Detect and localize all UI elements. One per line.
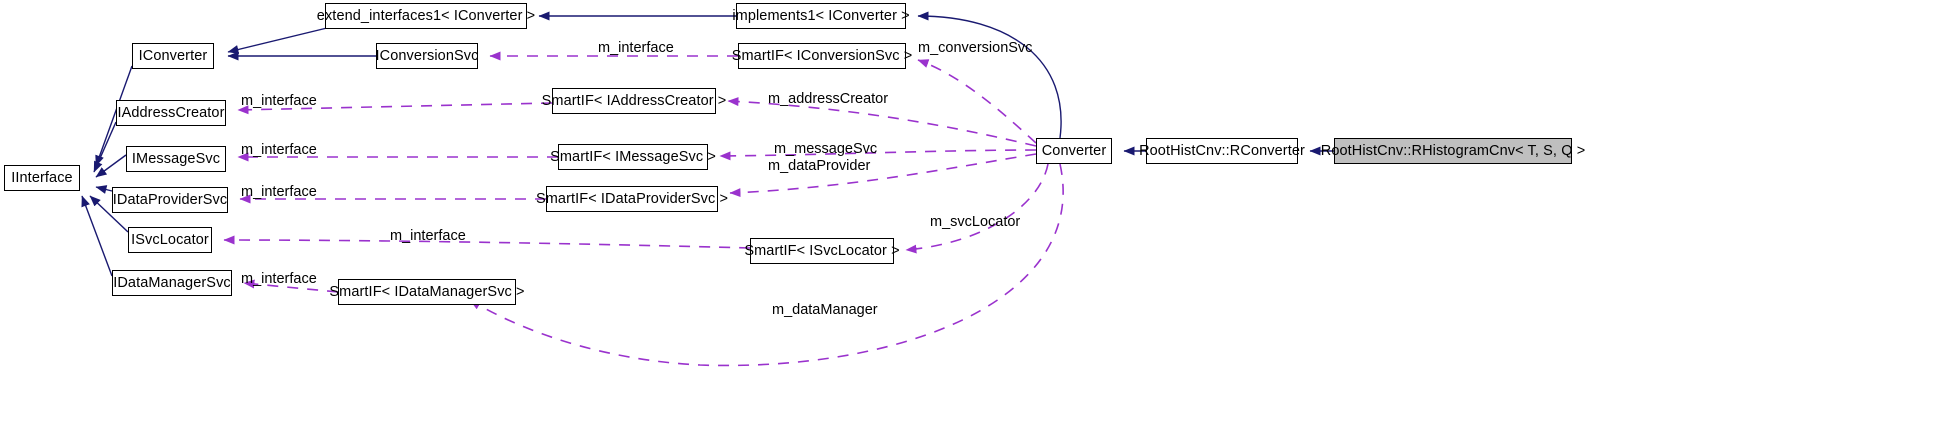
class-node-smartif_imessagesvc[interactable]: SmartIF< IMessageSvc > bbox=[550, 144, 716, 170]
edge-converter-to-smartif-imessagesvc bbox=[719, 149, 1037, 161]
edge-label-lbl-m-interface-datamanagersvc: m_interface bbox=[241, 271, 317, 287]
edge-converter-to-smartif-idatamanagersvc bbox=[469, 163, 1064, 367]
class-node-isvclocator[interactable]: ISvcLocator bbox=[128, 227, 212, 253]
class-node-smartif_iaddresscreator[interactable]: SmartIF< IAddressCreator > bbox=[542, 88, 726, 114]
edge-iaddresscreator-to-iinterface bbox=[93, 121, 117, 173]
edge-smartif-idatamanagersvc-to-idatamanagersvc bbox=[243, 279, 339, 293]
edge-idatamanagersvc-to-iinterface bbox=[81, 195, 113, 277]
class-node-smartif_isvclocator[interactable]: SmartIF< ISvcLocator > bbox=[744, 238, 900, 264]
class-node-extend_interfaces1[interactable]: extend_interfaces1< IConverter > bbox=[317, 3, 535, 29]
class-node-iconversionsvc[interactable]: IConversionSvc bbox=[376, 43, 478, 69]
edge-imessagesvc-to-iinterface bbox=[95, 154, 127, 178]
edge-converter-to-implements1 bbox=[917, 11, 1062, 139]
class-node-iaddresscreator[interactable]: IAddressCreator bbox=[116, 100, 226, 126]
edge-converter-to-smartif-iaddresscreator bbox=[727, 97, 1037, 147]
edge-converter-to-smartif-iconversionsvc bbox=[917, 59, 1037, 144]
class-node-converter[interactable]: Converter bbox=[1036, 138, 1112, 164]
class-node-imessagesvc[interactable]: IMessageSvc bbox=[126, 146, 226, 172]
usage-edges bbox=[223, 51, 1064, 367]
class-node-smartif_iconversionsvc[interactable]: SmartIF< IConversionSvc > bbox=[732, 43, 912, 69]
edge-isvclocator-to-iinterface bbox=[89, 195, 129, 233]
edge-converter-to-smartif-isvclocator bbox=[905, 163, 1049, 254]
edge-label-lbl-m-interface-addresscreator: m_interface bbox=[241, 93, 317, 109]
edge-label-lbl-m-datamanager: m_dataManager bbox=[772, 302, 878, 318]
class-node-iconverter[interactable]: IConverter bbox=[132, 43, 214, 69]
edge-label-lbl-m-dataprovider: m_dataProvider bbox=[768, 158, 871, 174]
edge-smartif-isvclocator-to-isvclocator bbox=[223, 235, 751, 249]
edge-label-lbl-m-conversionsvc: m_conversionSvc bbox=[918, 40, 1033, 56]
class-node-smartif_idatamanagersvc[interactable]: SmartIF< IDataManagerSvc > bbox=[329, 279, 525, 305]
class-node-rhistogramcnv[interactable]: RootHistCnv::RHistogramCnv< T, S, Q > bbox=[1321, 138, 1585, 164]
edge-label-lbl-m-interface-dataprovidersvc: m_interface bbox=[241, 184, 317, 200]
edge-extendinterfaces-to-iconverter bbox=[227, 27, 328, 54]
class-node-implements1[interactable]: implements1< IConverter > bbox=[732, 3, 910, 29]
edge-iconverter-to-iinterface bbox=[95, 65, 133, 167]
class-node-rootconverter[interactable]: RootHistCnv::RConverter bbox=[1139, 138, 1305, 164]
class-node-smartif_idataprovidersvc[interactable]: SmartIF< IDataProviderSvc > bbox=[536, 186, 728, 212]
edge-label-lbl-m-interface-iconversionsvc: m_interface bbox=[598, 40, 674, 56]
edge-label-lbl-m-interface-messagesvc: m_interface bbox=[241, 142, 317, 158]
edge-label-lbl-m-addresscreator: m_addressCreator bbox=[768, 91, 889, 107]
edge-label-lbl-m-interface-svclocator: m_interface bbox=[390, 228, 466, 244]
edge-smartif-iaddresscreator-to-iaddresscreator bbox=[237, 102, 553, 115]
class-node-iinterface[interactable]: IInterface bbox=[4, 165, 80, 191]
edge-idataprovidersvc-to-iinterface bbox=[95, 185, 113, 194]
edge-label-lbl-m-svclocator: m_svcLocator bbox=[930, 214, 1021, 230]
inheritance-edges bbox=[81, 11, 1334, 277]
edge-converter-to-smartif-idataprovidersvc bbox=[729, 153, 1037, 198]
edge-label-lbl-m-messagesvc: m_messageSvc bbox=[774, 141, 878, 157]
class-node-idatamanagersvc[interactable]: IDataManagerSvc bbox=[112, 270, 232, 296]
class-node-idataprovidersvc[interactable]: IDataProviderSvc bbox=[112, 187, 228, 213]
